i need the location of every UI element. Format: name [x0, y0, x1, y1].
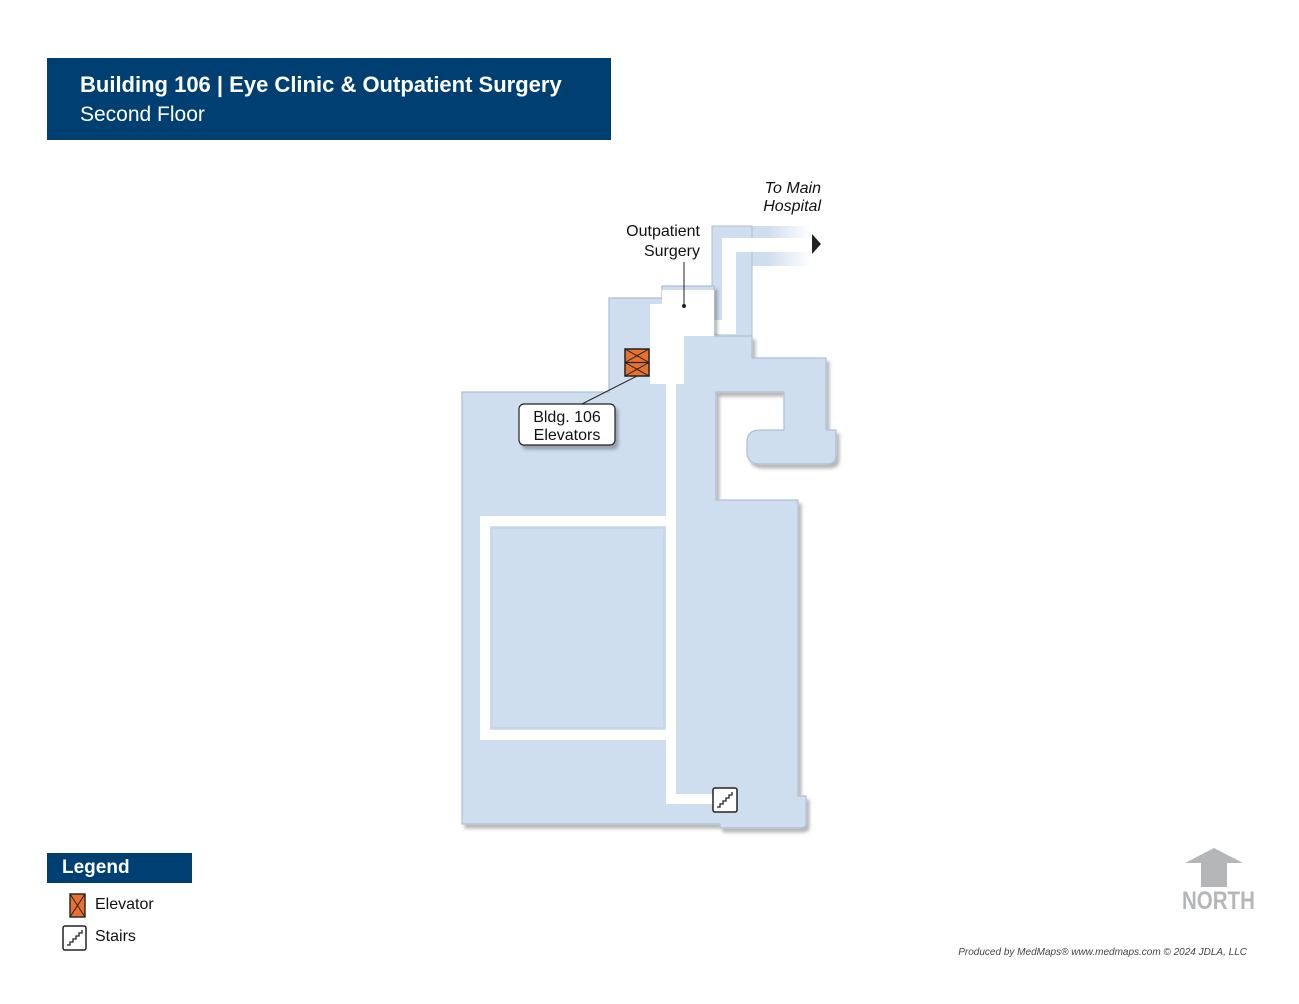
- title-banner: Building 106 | Eye Clinic & Outpatient S…: [47, 58, 611, 140]
- to-main-label-line1: To Main: [765, 180, 821, 197]
- north-label: NORTH: [1182, 887, 1255, 915]
- inner-room: [491, 527, 665, 729]
- north-compass: NORTH: [1176, 845, 1256, 915]
- elevators-label-line2: Elevators: [534, 427, 601, 444]
- elevators-callout: Bldg. 106 Elevators: [518, 375, 638, 446]
- to-main-hospital[interactable]: To Main Hospital: [763, 180, 821, 254]
- elevator-icon: [69, 893, 86, 918]
- stairs-icon: [62, 925, 87, 951]
- interior-corridors: [480, 290, 716, 804]
- elevator-icon[interactable]: [624, 348, 650, 377]
- legend-header: Legend: [47, 853, 192, 883]
- outpatient-label-line2: Surgery: [644, 243, 700, 260]
- to-main-label-line2: Hospital: [763, 198, 821, 215]
- legend-label-stairs: Stairs: [95, 928, 136, 945]
- arrow-right-icon: [812, 234, 821, 254]
- legend-title: Legend: [62, 857, 130, 878]
- north-arrow-icon: [1185, 848, 1243, 887]
- elevators-label-line1: Bldg. 106: [533, 409, 601, 426]
- page-title: Building 106 | Eye Clinic & Outpatient S…: [80, 72, 562, 97]
- outpatient-label-line1: Outpatient: [626, 223, 700, 240]
- outpatient-surgery-callout: Outpatient Surgery: [626, 223, 701, 308]
- footer-credit: Produced by MedMaps® www.medmaps.com © 2…: [958, 947, 1247, 958]
- stairs-icon[interactable]: [712, 787, 738, 813]
- floor-subtitle: Second Floor: [80, 103, 205, 126]
- legend-label-elevator: Elevator: [95, 896, 154, 913]
